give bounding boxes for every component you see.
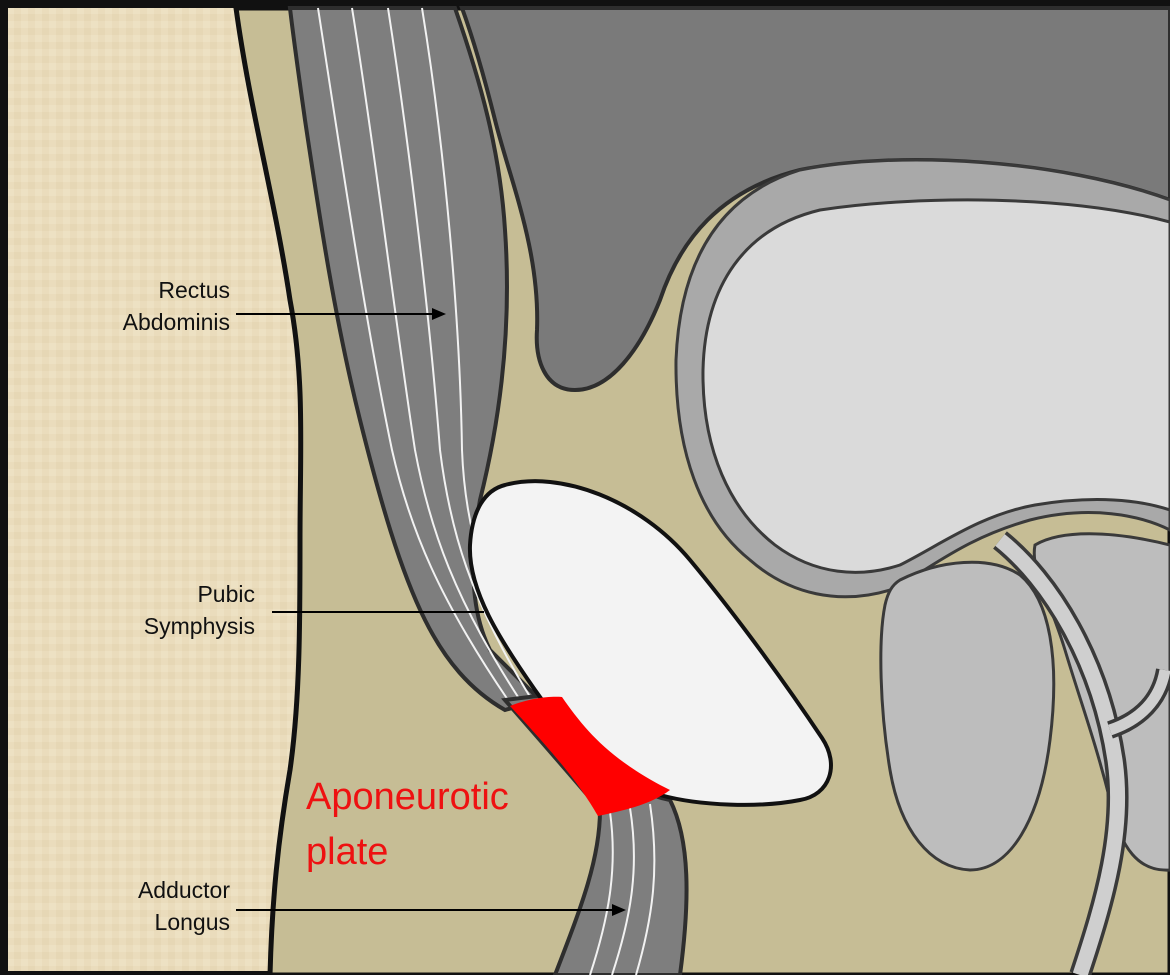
aponeurotic-plate-label: Aponeurotic plate (306, 770, 509, 880)
aponeurotic-label-line2: plate (306, 825, 509, 880)
adductor-longus-label: Adductor Longus (40, 874, 230, 938)
rectus-label-line1: Rectus (40, 274, 230, 306)
pubic-symphysis-label: Pubic Symphysis (60, 578, 255, 642)
pubic-label-line1: Pubic (60, 578, 255, 610)
adductor-label-line2: Longus (40, 906, 230, 938)
rectus-abdominis-label: Rectus Abdominis (40, 274, 230, 338)
adductor-label-line1: Adductor (40, 874, 230, 906)
rectus-label-line2: Abdominis (40, 306, 230, 338)
pubic-label-line2: Symphysis (60, 610, 255, 642)
aponeurotic-label-line1: Aponeurotic (306, 770, 509, 825)
prostate-left-lobe (881, 562, 1054, 870)
